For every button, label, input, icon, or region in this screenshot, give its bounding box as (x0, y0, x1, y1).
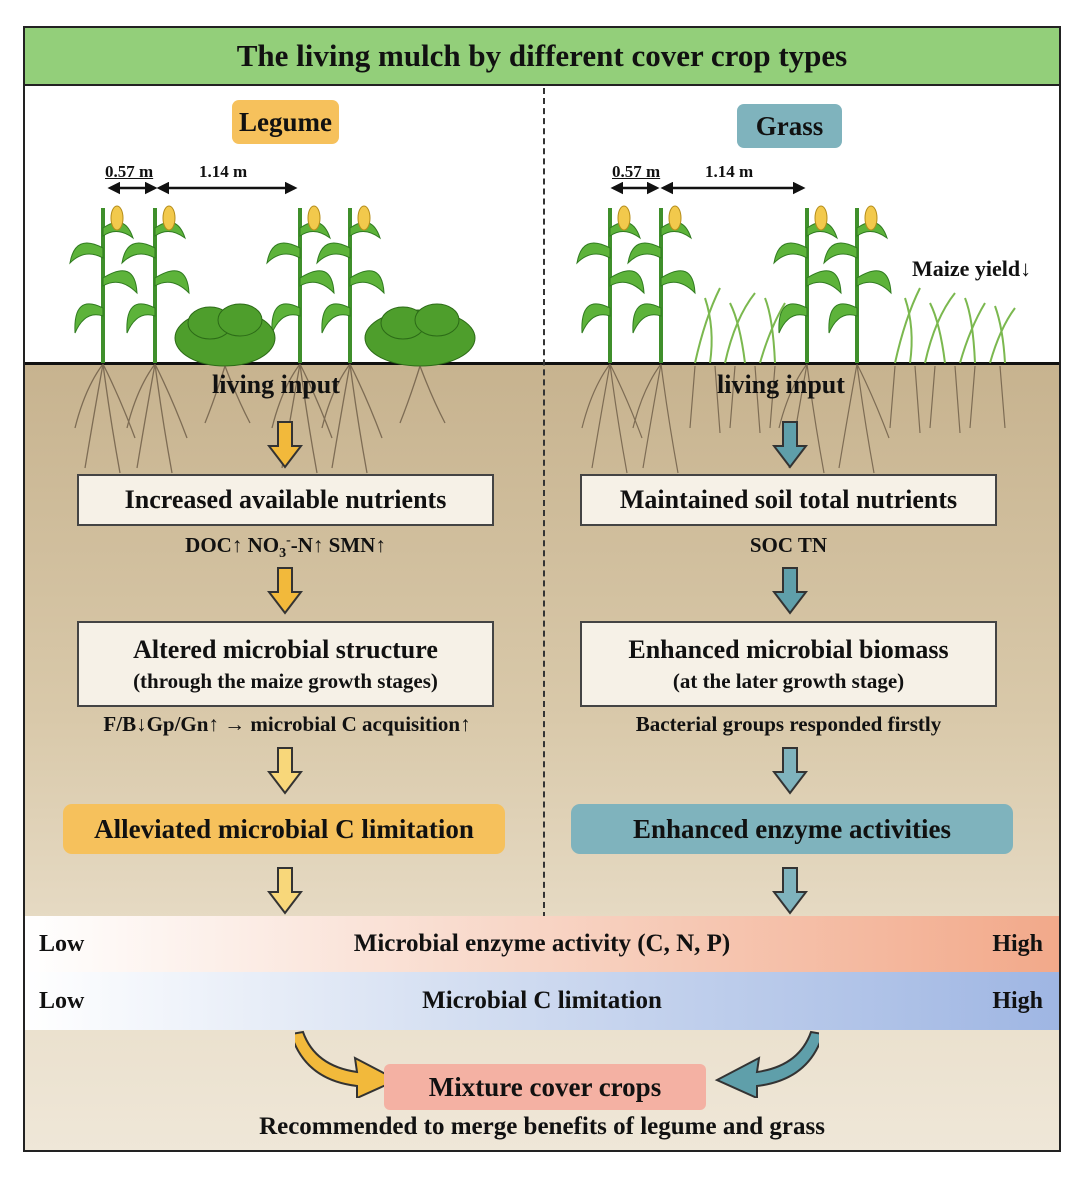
legume-microbial-indicators: F/B↓Gp/Gn↑ → microbial C acquisition↑ (103, 712, 471, 736)
legume-row-spacing: 0.57 m (105, 162, 154, 181)
legume-nutrient-prefix: DOC↑ NO (185, 533, 280, 557)
legume-nutrient-suffix: -N↑ SMN↑ (290, 533, 386, 557)
legume-down-arrow-3 (267, 747, 303, 795)
mixture-cover-crops-pill: Mixture cover crops (384, 1064, 706, 1110)
grass-row-spacing: 0.57 m (612, 162, 661, 181)
grass-tag: Grass (737, 104, 842, 148)
legume-structure-subtitle: (through the maize growth stages) (133, 668, 438, 693)
panel-divider (543, 88, 545, 918)
grass-down-arrow-1 (772, 421, 808, 469)
enzyme-activity-band: Low Microbial enzyme activity (C, N, P) … (25, 916, 1059, 972)
c-limitation-band-label: Microbial C limitation (422, 987, 662, 1014)
legume-microbial-structure-box: Altered microbial structure (through the… (77, 621, 494, 707)
legume-merge-arrow (295, 1030, 400, 1098)
legume-nutrients-text: Increased available nutrients (124, 485, 447, 514)
grass-down-arrow-2 (772, 567, 808, 615)
c-limitation-band-low: Low (39, 987, 85, 1014)
grass-nutrient-indicators: SOC TN (749, 533, 828, 557)
legume-result-pill: Alleviated microbial C limitation (63, 804, 505, 854)
grass-result-pill: Enhanced enzyme activities (571, 804, 1013, 854)
grass-microbial-note: Bacterial groups responded firstly (635, 712, 942, 736)
figure-frame: The living mulch by different cover crop… (23, 26, 1061, 1152)
grass-down-arrow-4 (772, 867, 808, 915)
grass-spacing-arrows (610, 181, 806, 195)
legume-down-arrow-1 (267, 421, 303, 469)
figure-title: The living mulch by different cover crop… (25, 28, 1059, 86)
legume-structure-title: Altered microbial structure (133, 634, 438, 664)
legume-spacing-arrows (107, 181, 298, 195)
c-limitation-band: Low Microbial C limitation High (25, 972, 1059, 1030)
grass-nutrients-text: Maintained soil total nutrients (619, 485, 958, 514)
grass-merge-arrow (714, 1030, 819, 1098)
grass-microbial-biomass-box: Enhanced microbial biomass (at the later… (580, 621, 997, 707)
enzyme-band-label: Microbial enzyme activity (C, N, P) (353, 930, 731, 957)
grass-biomass-subtitle: (at the later growth stage) (672, 668, 905, 693)
recommendation-note: Recommended to merge benefits of legume … (259, 1113, 825, 1140)
grass-input-label: living input (717, 370, 845, 399)
legume-tag: Legume (232, 100, 339, 144)
legume-nutrients-box: Increased available nutrients (77, 474, 494, 526)
enzyme-band-low: Low (39, 930, 85, 957)
grass-down-arrow-3 (772, 747, 808, 795)
grass-crop-illustration (576, 205, 1016, 474)
nitrate-superscript: - (286, 533, 291, 548)
enzyme-band-high: High (992, 930, 1043, 957)
legume-nutrient-indicators: DOC↑ NO3--N↑ SMN↑ (77, 533, 494, 562)
nitrate-subscript: 3 (279, 546, 287, 562)
legume-input-label: living input (212, 370, 340, 399)
maize-yield-note: Maize yield↓ (912, 256, 1032, 281)
legume-down-arrow-2 (267, 567, 303, 615)
grass-nutrients-box: Maintained soil total nutrients (580, 474, 997, 526)
c-limitation-band-high: High (992, 987, 1043, 1014)
grass-inter-spacing: 1.14 m (705, 162, 754, 181)
legume-crop-illustration (69, 205, 476, 474)
grass-biomass-title: Enhanced microbial biomass (628, 634, 949, 664)
legume-inter-spacing: 1.14 m (199, 162, 248, 181)
legume-down-arrow-4 (267, 867, 303, 915)
